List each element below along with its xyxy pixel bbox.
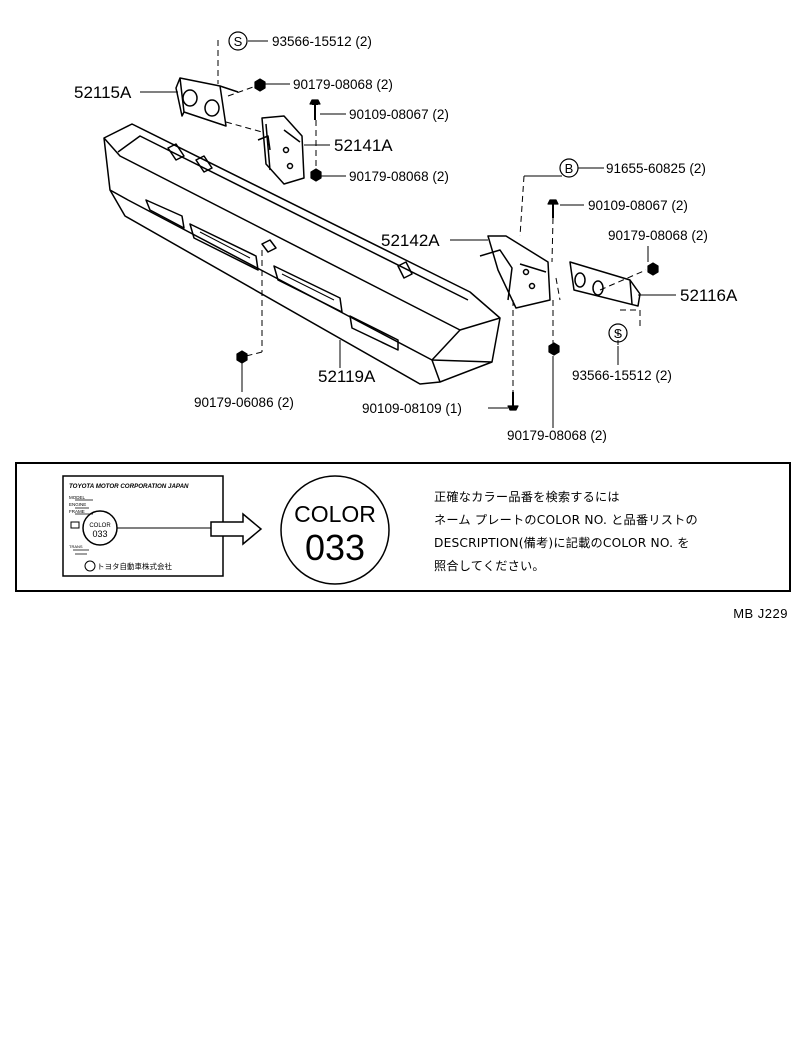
label-90109-08067-b: 90109-08067 (2)	[588, 198, 688, 213]
b-symbol-circle	[559, 158, 579, 178]
bracket-52141A	[257, 115, 305, 185]
label-90179-06086: 90179-06086 (2)	[194, 395, 294, 410]
label-52119A: 52119A	[318, 367, 376, 386]
nameplate-engine: ENGINE	[69, 502, 86, 507]
nameplate-color-label: COLOR	[89, 523, 111, 529]
nameplate-header: TOYOTA MOTOR CORPORATION JAPAN	[69, 483, 189, 490]
notice-line-1: 正確なカラー品番を検索するには	[434, 490, 620, 504]
label-52141A: 52141A	[334, 136, 393, 155]
nameplate-color-code: 033	[92, 529, 107, 539]
color-circle-label: COLOR	[294, 501, 376, 527]
label-90179-08068-b: 90179-08068 (2)	[349, 169, 449, 184]
label-93566-right: 93566-15512 (2)	[572, 368, 672, 383]
label-52142A: 52142A	[381, 231, 440, 250]
bracket-52142A	[479, 235, 551, 309]
s-symbol: S	[234, 34, 243, 49]
arrow-icon	[210, 512, 263, 546]
s-symbol-right: S	[614, 326, 623, 341]
nameplate-model: MODEL	[69, 495, 86, 500]
label-90109-08067-a: 90109-08067 (2)	[349, 107, 449, 122]
label-91655: 91655-60825 (2)	[606, 161, 706, 176]
notice-line-2: ネーム プレートのCOLOR NO. と品番リストの	[434, 513, 698, 527]
reference-code: MB J229	[733, 606, 788, 621]
parts-diagram: S B S 93566-15512 (2) 52115A 90179-08068…	[74, 31, 738, 443]
bumper-cover	[103, 123, 501, 385]
b-symbol: B	[565, 161, 574, 176]
notice-line-3: DESCRIPTION(備考)に記載のCOLOR NO. を	[434, 536, 690, 550]
color-info-box: TOYOTA MOTOR CORPORATION JAPAN MODEL ENG…	[15, 462, 791, 592]
label-90109-08109: 90109-08109 (1)	[362, 401, 462, 416]
nameplate-illustration: TOYOTA MOTOR CORPORATION JAPAN MODEL ENG…	[62, 475, 390, 585]
s-symbol-circle	[228, 31, 248, 51]
label-52115A: 52115A	[74, 83, 132, 102]
color-code-circle	[280, 475, 390, 585]
color-circle-code: 033	[305, 527, 365, 568]
s-symbol-circle-right	[608, 323, 628, 343]
nameplate-trans: TRANS	[69, 544, 83, 549]
label-90179-08068-a: 90179-08068 (2)	[293, 77, 393, 92]
label-52116A: 52116A	[680, 286, 738, 305]
bracket-52116A	[569, 261, 641, 307]
nameplate-frame: FRAME	[69, 509, 85, 514]
fasteners	[236, 78, 659, 411]
label-93566-top: 93566-15512 (2)	[272, 34, 372, 49]
label-90179-08068-d: 90179-08068 (2)	[507, 428, 607, 443]
color-notice-text: 正確なカラー品番を検索するには ネーム プレートのCOLOR NO. と品番リス…	[434, 486, 779, 578]
nameplate-maker: トヨタ自動車株式会社	[97, 561, 172, 571]
notice-line-4: 照合してください。	[434, 559, 545, 573]
bracket-52115A	[175, 77, 239, 127]
leader-lines	[140, 40, 676, 428]
label-90179-08068-c: 90179-08068 (2)	[608, 228, 708, 243]
